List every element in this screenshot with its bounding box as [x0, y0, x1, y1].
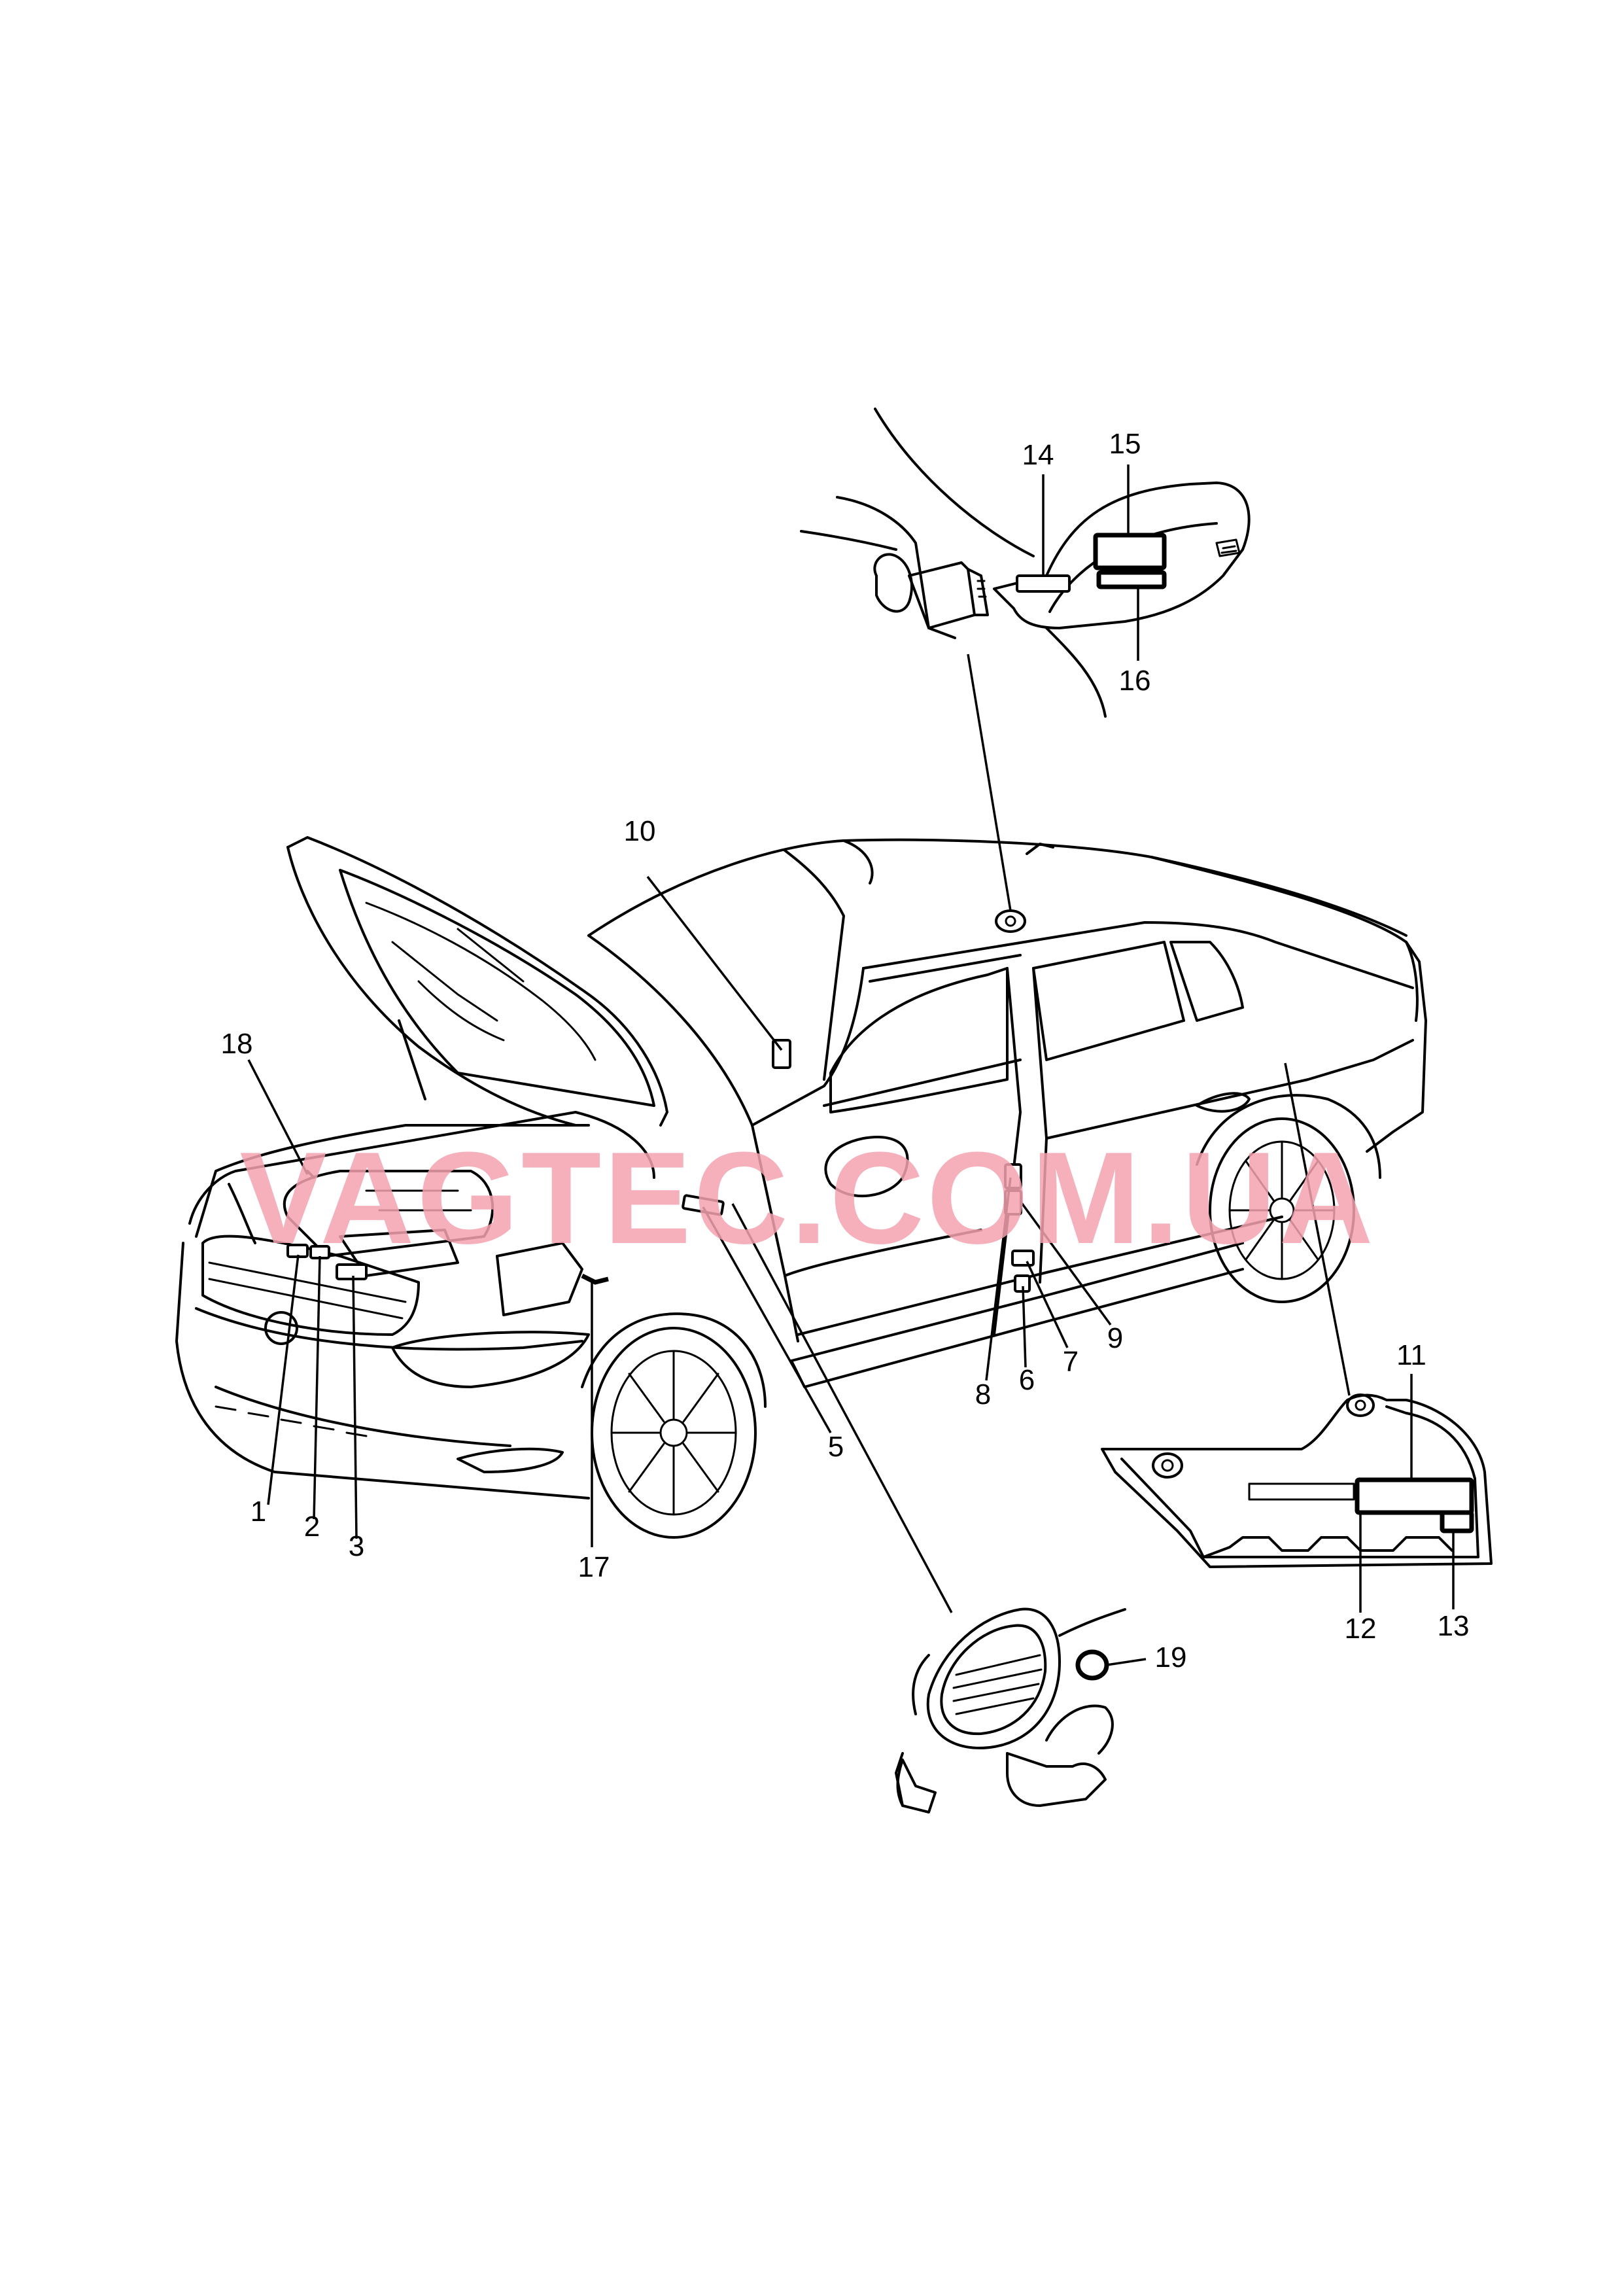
callout-8: 8	[975, 1378, 991, 1410]
callout-10: 10	[624, 815, 656, 847]
callout-6: 6	[1019, 1364, 1035, 1396]
leader-lines	[247, 464, 1455, 1666]
car-illustration	[175, 836, 1427, 1539]
callout-2: 2	[304, 1511, 320, 1543]
callout-15: 15	[1109, 428, 1141, 460]
callout-17: 17	[578, 1551, 610, 1583]
callout-5: 5	[828, 1431, 844, 1463]
callout-16: 16	[1119, 665, 1151, 697]
dash-vent-inset	[895, 1607, 1126, 1813]
callout-18: 18	[221, 1028, 253, 1060]
callout-9: 9	[1107, 1322, 1123, 1354]
callouts: 1 2 3 5 6 7 8 9 10 11 12 13 14 15 16 17 …	[221, 428, 1470, 1673]
sun-visor-inset	[800, 408, 1251, 718]
callout-13: 13	[1438, 1610, 1470, 1642]
callout-19: 19	[1155, 1641, 1187, 1673]
trunk-panel-inset	[1101, 1393, 1493, 1568]
callout-1: 1	[251, 1496, 266, 1528]
callout-14: 14	[1022, 439, 1054, 471]
callout-12: 12	[1345, 1613, 1377, 1645]
callout-11: 11	[1396, 1339, 1426, 1371]
callout-3: 3	[349, 1530, 364, 1562]
watermark-text: VAGTEC.COM.UA	[239, 1125, 1375, 1271]
callout-7: 7	[1063, 1346, 1079, 1378]
